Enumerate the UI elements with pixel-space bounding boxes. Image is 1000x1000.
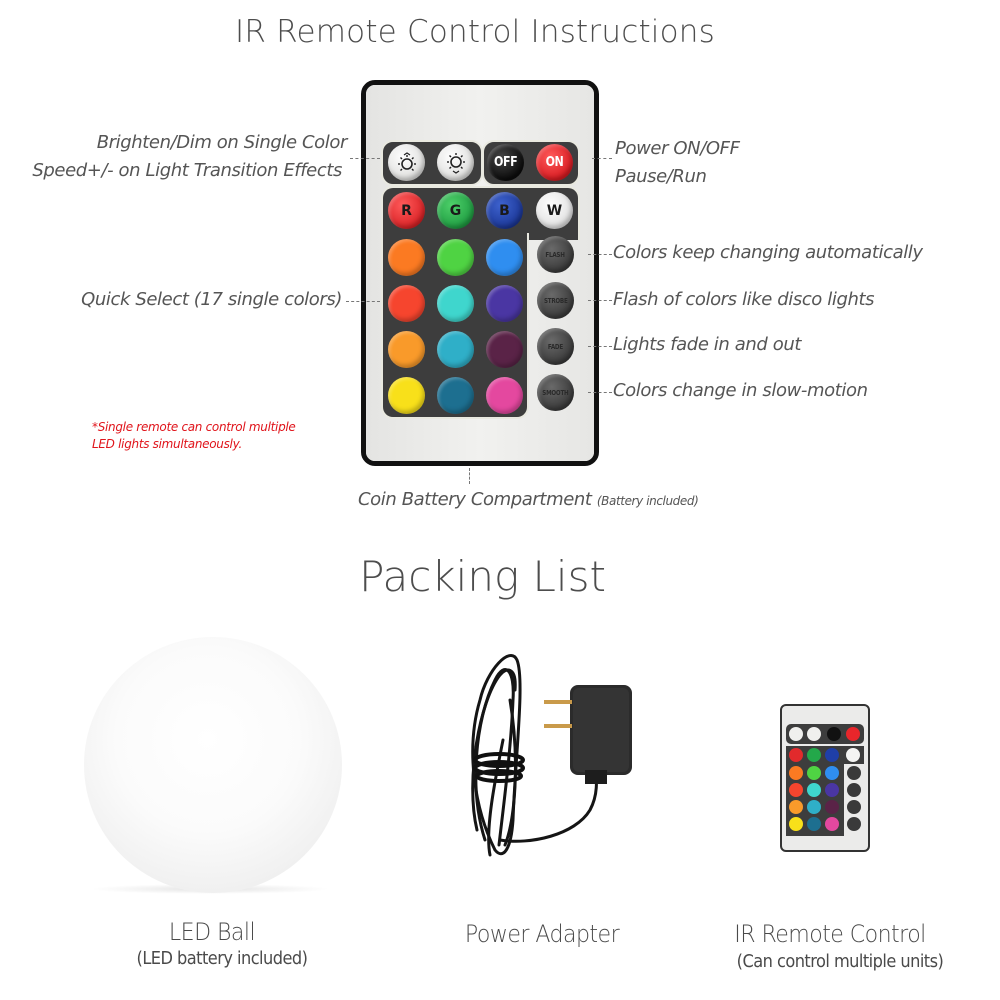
speed-annotation: Speed+/- on Light Transition Effects (32, 160, 342, 181)
flash-label: FLASH (545, 250, 566, 259)
color-button-dark-teal[interactable] (437, 377, 474, 414)
strobe-annotation: Flash of colors like disco lights (613, 289, 875, 310)
leader-line (588, 392, 612, 393)
color-button-orange[interactable] (388, 239, 425, 276)
flash-button[interactable]: FLASH (537, 236, 574, 273)
on-button[interactable]: ON (536, 144, 573, 181)
smooth-button[interactable]: SMOOTH (537, 374, 574, 411)
strobe-button[interactable]: STROBE (537, 282, 574, 319)
red-label: R (401, 202, 412, 219)
ir-remote-image (780, 704, 870, 852)
color-button-amber[interactable] (388, 331, 425, 368)
sun-up-icon (397, 151, 416, 171)
blue-label: B (499, 202, 510, 219)
leader-line (588, 300, 612, 301)
power-adapter-image (471, 654, 632, 857)
leader-line (346, 301, 380, 302)
packing-list-title: Packing List (359, 552, 606, 601)
remote-diagram: OFF ON R G B W FLASH STROBE FADE SMOOTH (361, 80, 599, 466)
leader-line (469, 468, 470, 484)
dim-button[interactable] (437, 144, 474, 181)
smooth-annotation: Colors change in slow-motion (613, 380, 868, 401)
note-line1: *Single remote can control multiple (92, 420, 296, 434)
brighten-annotation: Brighten/Dim on Single Color (96, 132, 348, 153)
mini-remote-buttons (786, 724, 864, 836)
red-button[interactable]: R (388, 192, 425, 229)
blue-button[interactable]: B (486, 192, 523, 229)
green-label: G (449, 202, 462, 219)
color-button-pink[interactable] (486, 377, 523, 414)
page-title: IR Remote Control Instructions (235, 14, 715, 50)
white-label: W (546, 202, 563, 219)
battery-note: (Battery included) (596, 494, 699, 508)
color-button-light-green[interactable] (437, 239, 474, 276)
color-button-cyan[interactable] (437, 285, 474, 322)
white-button[interactable]: W (536, 192, 573, 229)
quick-select-annotation: Quick Select (17 single colors) (81, 289, 342, 310)
sun-down-icon (446, 152, 465, 174)
brighten-annotation-line1: Brighten/Dim on Single Color (96, 132, 348, 153)
led-ball-label: LED Ball (168, 918, 256, 946)
smooth-label: SMOOTH (542, 388, 569, 397)
power-adapter-label: Power Adapter (464, 920, 620, 948)
led-ball-sublabel: (LED battery included) (136, 948, 308, 969)
color-button-red-orange[interactable] (388, 285, 425, 322)
color-button-plum[interactable] (486, 331, 523, 368)
color-button-yellow[interactable] (388, 377, 425, 414)
speed-annotation-line: Speed+/- on Light Transition Effects (32, 160, 342, 181)
battery-annotation: Coin Battery Compartment (Battery includ… (358, 489, 699, 510)
color-button-purple[interactable] (486, 285, 523, 322)
ir-remote-sublabel: (Can control multiple units) (736, 951, 944, 972)
power-annotation: Power ON/OFF Pause/Run (615, 135, 740, 191)
battery-label: Coin Battery Compartment (358, 489, 592, 510)
power-annotation-line2: Pause/Run (615, 166, 707, 187)
leader-line (588, 254, 612, 255)
off-button[interactable]: OFF (487, 144, 524, 181)
strobe-label: STROBE (543, 296, 568, 305)
power-annotation-line1: Power ON/OFF (615, 138, 740, 159)
green-button[interactable]: G (437, 192, 474, 229)
fade-button[interactable]: FADE (537, 328, 574, 365)
leader-line (350, 158, 380, 159)
flash-annotation: Colors keep changing automatically (613, 242, 923, 263)
ir-remote-label: IR Remote Control (734, 920, 926, 948)
off-label: OFF (493, 155, 518, 170)
note-line2: LED lights simultaneously. (92, 437, 242, 451)
led-ball-image (84, 637, 342, 893)
color-button-teal[interactable] (437, 331, 474, 368)
fade-label: FADE (547, 342, 564, 351)
multi-control-note: *Single remote can control multiple LED … (92, 419, 296, 453)
fade-annotation: Lights fade in and out (613, 334, 802, 355)
color-button-sky-blue[interactable] (486, 239, 523, 276)
leader-line (588, 346, 612, 347)
on-label: ON (545, 155, 564, 170)
brighten-button[interactable] (388, 144, 425, 181)
leader-line (592, 158, 612, 159)
